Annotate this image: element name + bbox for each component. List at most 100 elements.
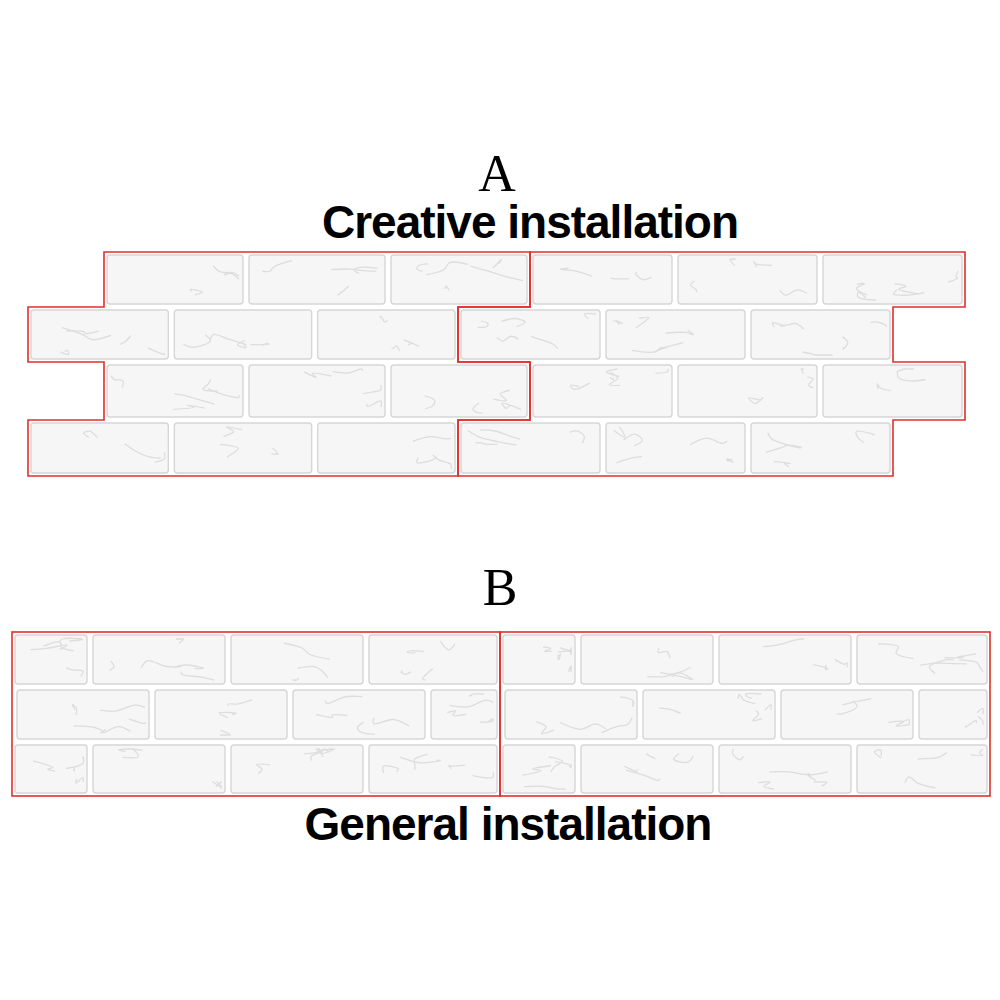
brick — [461, 310, 600, 359]
brick-texture — [141, 661, 181, 668]
brick-face — [503, 745, 575, 793]
brick-texture — [210, 334, 247, 344]
brick-texture — [803, 352, 833, 355]
brick-texture — [433, 455, 452, 469]
brick-texture — [672, 675, 693, 679]
brick-texture — [208, 388, 239, 397]
brick-texture — [417, 264, 428, 272]
brick-texture — [606, 369, 619, 376]
brick — [31, 423, 168, 473]
brick-texture — [316, 714, 347, 717]
brick-texture — [814, 782, 827, 786]
brick-face — [155, 690, 287, 739]
brick-texture — [948, 271, 958, 282]
brick-texture — [148, 348, 165, 355]
brick-texture — [570, 431, 585, 443]
brick-texture — [560, 647, 572, 654]
brick-texture — [383, 766, 399, 773]
brick-texture — [626, 770, 660, 781]
brick-texture — [66, 757, 84, 769]
brick — [318, 310, 455, 359]
brick-face — [461, 423, 600, 473]
brick-texture — [110, 661, 114, 671]
brick-texture — [646, 754, 655, 758]
brick-texture — [570, 383, 589, 389]
brick-texture — [548, 757, 562, 772]
brick — [719, 745, 851, 793]
brick-texture — [524, 786, 565, 789]
brick-face — [719, 745, 851, 793]
brick-texture — [321, 749, 335, 754]
brick-face — [249, 365, 385, 417]
brick — [155, 690, 287, 739]
brick-texture — [449, 765, 466, 769]
brick-texture — [929, 660, 953, 674]
brick-texture — [878, 644, 913, 659]
brick-texture — [325, 696, 362, 703]
brick-texture — [842, 698, 871, 705]
brick-texture — [560, 723, 606, 730]
brick-texture — [33, 761, 55, 771]
brick-texture — [298, 667, 328, 678]
brick-texture — [877, 384, 891, 391]
brick — [823, 255, 962, 304]
brick-texture — [897, 371, 925, 381]
brick — [606, 310, 745, 359]
brick-texture — [765, 705, 771, 711]
brick-face — [93, 745, 225, 793]
brick — [93, 635, 225, 684]
brick-texture — [780, 290, 807, 295]
brick — [249, 365, 385, 417]
brick-texture — [173, 405, 204, 409]
brick-texture — [636, 272, 652, 280]
brick-texture — [66, 331, 98, 334]
brick — [919, 690, 987, 739]
brick-texture — [613, 320, 623, 324]
brick-texture — [59, 638, 82, 642]
brick — [93, 745, 225, 793]
brick — [581, 745, 713, 793]
brick-texture — [531, 336, 558, 349]
brick-texture — [746, 693, 762, 698]
brick-texture — [616, 456, 642, 463]
brick-texture — [752, 711, 761, 721]
brick-face — [857, 745, 987, 793]
panel-outline — [458, 252, 965, 476]
brick-face — [107, 365, 243, 417]
brick-texture — [888, 721, 909, 726]
brick-texture — [610, 377, 614, 380]
brick-face — [751, 310, 890, 359]
brick-texture — [213, 266, 239, 280]
brick-texture — [726, 459, 733, 462]
brick-texture — [768, 433, 801, 449]
brick-texture — [766, 445, 802, 452]
brick — [781, 690, 913, 739]
brick-face — [505, 690, 637, 739]
brick — [17, 690, 149, 739]
brick — [461, 423, 600, 473]
brick-texture — [660, 668, 690, 675]
brick-texture — [905, 777, 935, 788]
brick-face — [581, 635, 713, 684]
brick-texture — [129, 719, 145, 724]
brick-face — [249, 255, 385, 304]
brick — [231, 745, 363, 793]
brick-texture — [404, 340, 419, 347]
brick-face — [107, 255, 243, 304]
brick — [369, 635, 497, 684]
brick-texture — [256, 764, 270, 774]
brick-texture — [250, 344, 269, 346]
brick-texture — [333, 369, 363, 373]
brick-texture — [493, 390, 509, 401]
brick-texture — [407, 651, 424, 653]
brick-face — [823, 255, 962, 304]
brick-texture — [732, 749, 743, 760]
brick — [15, 745, 87, 793]
brick-texture — [856, 283, 867, 295]
caption-heading: General installation — [305, 801, 712, 847]
brick-texture — [502, 318, 526, 326]
brick-face — [919, 690, 987, 739]
brick-face — [606, 423, 745, 473]
brick-texture — [123, 749, 139, 758]
brick-texture — [66, 668, 83, 677]
